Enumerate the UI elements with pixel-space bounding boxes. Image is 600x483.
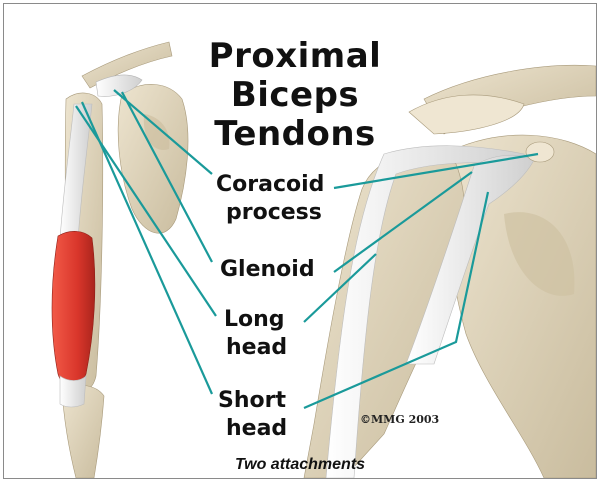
label-long-head: head [226, 335, 287, 361]
caption: Two attachments [4, 456, 596, 474]
label-glenoid: Glenoid [220, 257, 315, 283]
label-long: Long [224, 307, 285, 333]
label-coracoid-process: process [226, 200, 322, 226]
scapula-closeup [444, 135, 596, 478]
title-line-1: Proximal [200, 36, 390, 76]
copyright-text: ©MMG 2003 [360, 413, 439, 426]
title-line-3: Tendons [200, 114, 390, 154]
label-short: Short [218, 388, 286, 414]
label-short-head: head [226, 416, 287, 442]
title-line-2: Biceps [200, 75, 390, 115]
label-coracoid: Coracoid [216, 172, 324, 198]
left-arm-illustration [52, 42, 188, 478]
diagram-frame: Proximal Biceps Tendons Coracoid process… [3, 3, 597, 479]
